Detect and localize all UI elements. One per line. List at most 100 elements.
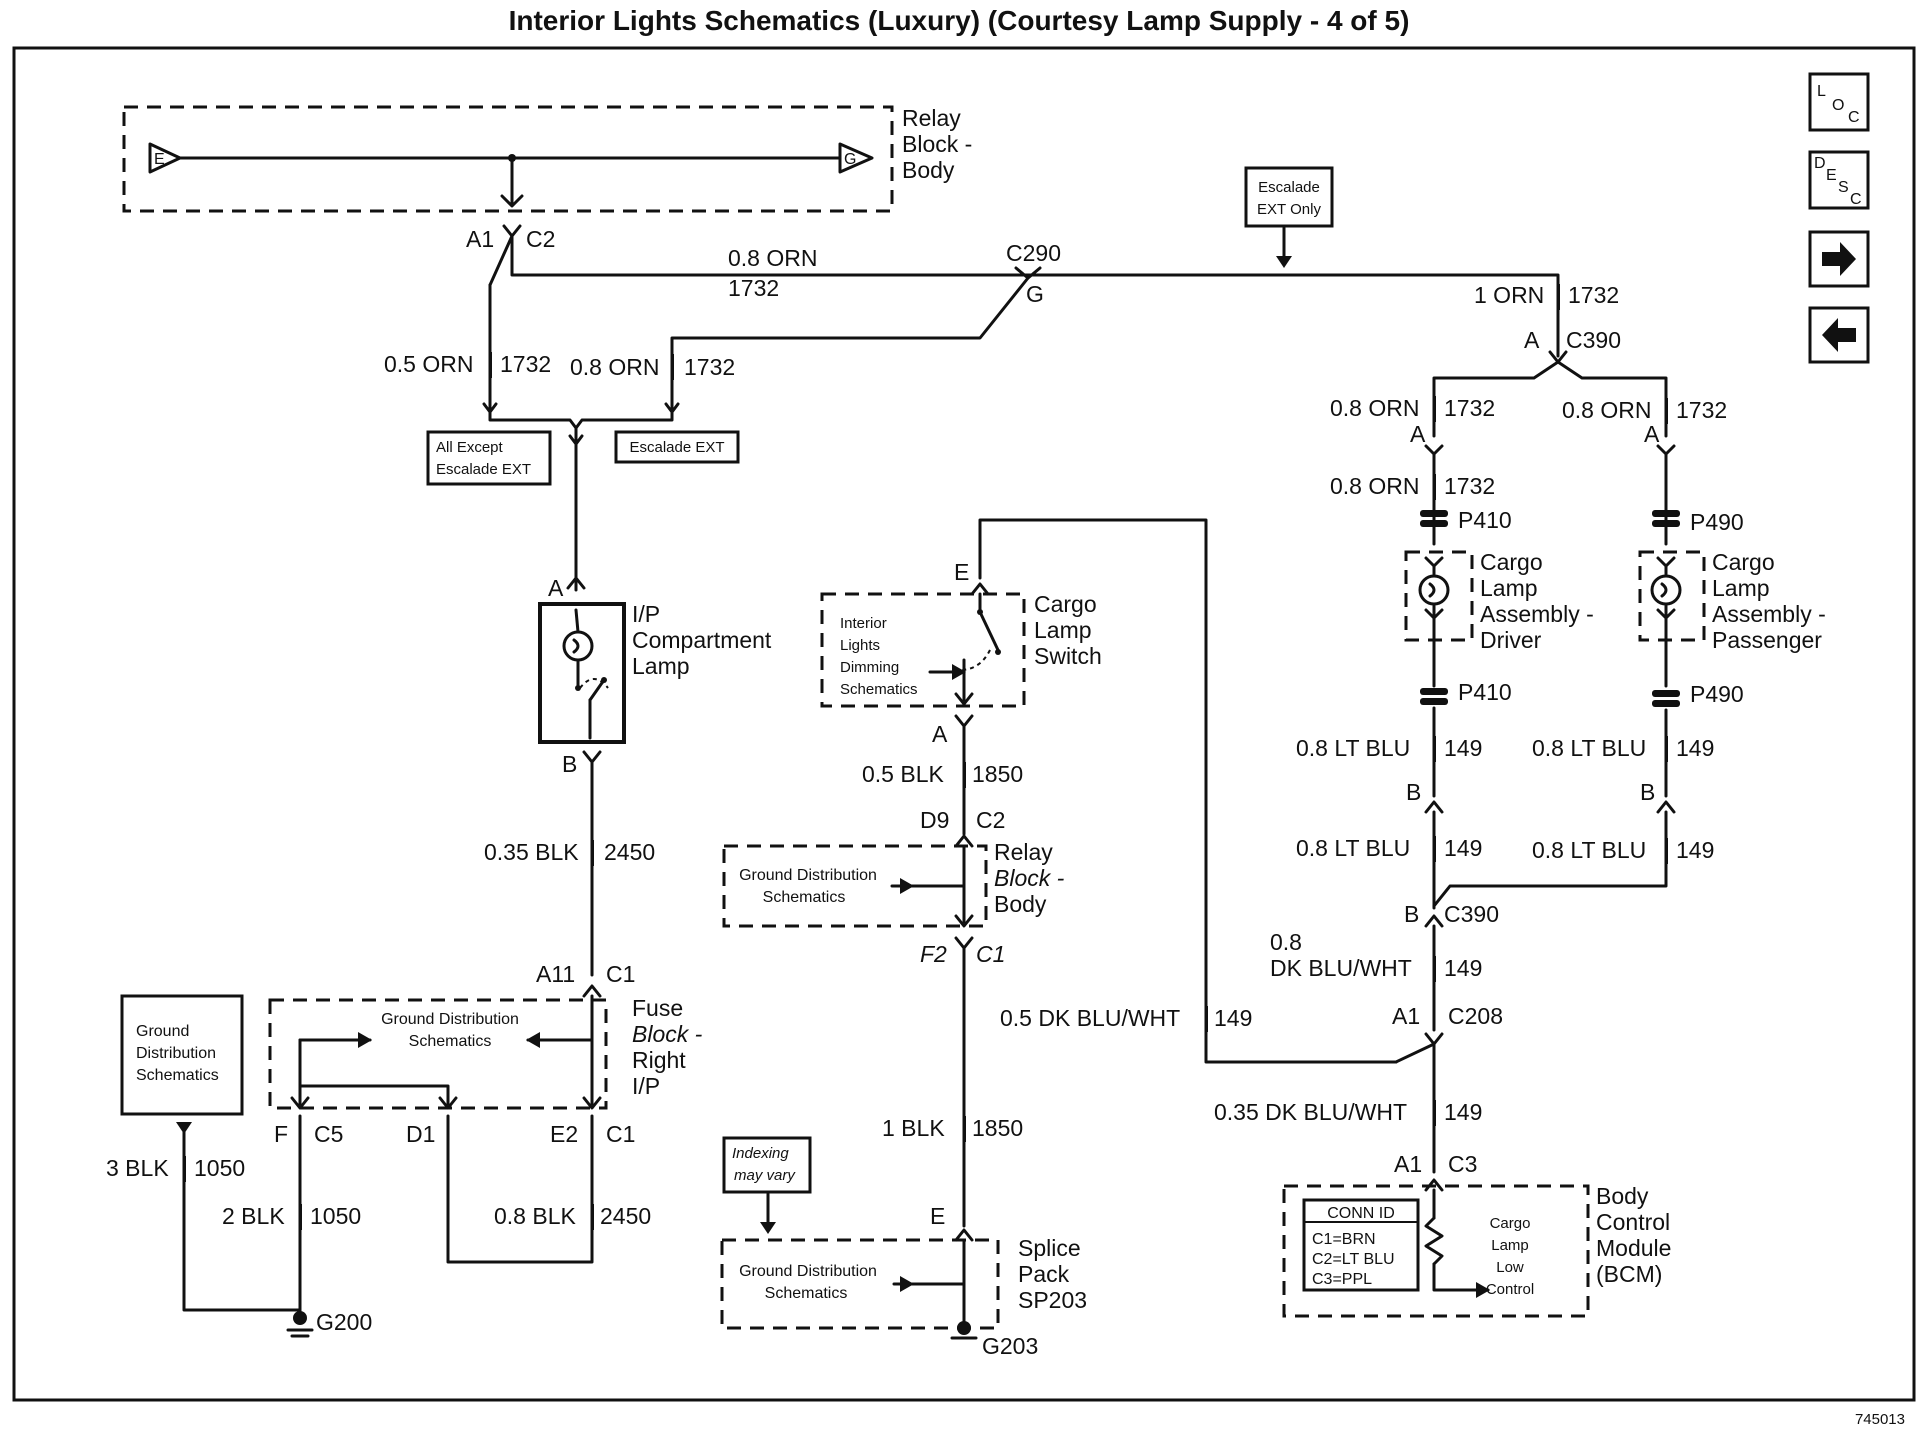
note-escalade-line2: EXT Only — [1257, 201, 1321, 218]
cargo-switch-outline — [820, 592, 1026, 708]
svg-text:Pack: Pack — [1018, 1261, 1070, 1287]
wire-label-ltblu-p2: 0.8 LT BLU — [1532, 837, 1646, 863]
connector-p490-bottom — [1652, 690, 1680, 697]
wire-label-dkblu-05: 0.5 DK BLU/WHT — [1000, 1005, 1180, 1031]
connector-p490-top — [1652, 510, 1680, 517]
pin-b-c390: B — [1404, 901, 1419, 927]
pin-a1-top: A1 — [466, 226, 494, 252]
gd-box-3: Schematics — [136, 1067, 219, 1084]
note-indexing — [722, 1136, 812, 1194]
relay-drop-arrow — [500, 194, 524, 208]
svg-text:Dimming: Dimming — [840, 659, 899, 676]
cargo-switch-label: Cargo Lamp Switch — [1034, 591, 1102, 669]
pin-g-top: G — [844, 151, 856, 168]
next-button[interactable] — [1808, 230, 1870, 288]
connector-a11 — [582, 984, 602, 998]
conn-id-c1: C1=BRN — [1312, 1231, 1376, 1248]
wire-label-3blk: 3 BLK — [106, 1155, 169, 1181]
svg-text:Block -: Block - — [632, 1021, 703, 1047]
svg-text:Control: Control — [1596, 1209, 1670, 1235]
pin-b-passenger: B — [1640, 779, 1655, 805]
svg-text:Cargo: Cargo — [1034, 591, 1097, 617]
pin-g-c290: G — [1026, 281, 1044, 307]
svg-text:Body: Body — [994, 891, 1047, 917]
note-indexing-2: may vary — [734, 1167, 796, 1184]
pin-c290: C290 — [1006, 240, 1061, 266]
wire-circuit-1732-a: 1732 — [500, 351, 551, 377]
loc-button[interactable]: L O C — [1808, 72, 1870, 132]
pin-d9: D9 — [920, 807, 949, 833]
svg-text:Low: Low — [1496, 1259, 1524, 1276]
note-all-except-2: Escalade EXT — [436, 461, 531, 478]
svg-text:Cargo: Cargo — [1480, 549, 1543, 575]
connector-a-iplamp — [566, 576, 586, 590]
note-all-except-1: All Except — [436, 439, 504, 456]
wire-circuit-1732-d2: 1732 — [1444, 473, 1495, 499]
svg-text:Cargo: Cargo — [1712, 549, 1775, 575]
connector-p410-bottom — [1420, 688, 1448, 695]
wire-circuit-1732-c: 1732 — [1568, 282, 1619, 308]
wire-label-035blk: 0.35 BLK — [484, 839, 579, 865]
svg-text:Lights: Lights — [840, 637, 880, 654]
wire-label-05orn: 0.5 ORN — [384, 351, 473, 377]
cargo-passenger-label: Cargo Lamp Assembly - Passenger — [1712, 549, 1826, 653]
pin-c390-top: C390 — [1566, 327, 1621, 353]
desc-button[interactable]: D E S C — [1808, 150, 1870, 210]
cargo-driver-outline — [1404, 550, 1474, 642]
pin-c3-bcm: C3 — [1448, 1151, 1477, 1177]
desc-letter-4: C — [1850, 191, 1862, 208]
wire-circuit-1732-top: 1732 — [728, 275, 779, 301]
note-escalade-ext — [614, 430, 740, 464]
svg-text:Passenger: Passenger — [1712, 627, 1822, 653]
ground-dist-box — [120, 994, 244, 1116]
wire-08blk-loop — [446, 1114, 594, 1264]
pin-c2-top: C2 — [526, 226, 555, 252]
wire-label-ltblu-p1: 0.8 LT BLU — [1532, 735, 1646, 761]
wire-c2-left — [488, 234, 514, 287]
relay-block-top-outline — [122, 105, 894, 213]
conn-id-title: CONN ID — [1327, 1205, 1395, 1222]
pin-e-top: E — [154, 151, 165, 168]
pin-a-driver: A — [1410, 421, 1426, 447]
connector-e-switch — [970, 582, 990, 596]
back-button[interactable] — [1808, 306, 1870, 364]
relay-mid-gd-2: Schematics — [763, 889, 846, 906]
wire-circuit-149-p2: 149 — [1676, 837, 1714, 863]
svg-text:Schematics: Schematics — [840, 681, 918, 698]
wire-circuit-2450-a: 2450 — [604, 839, 655, 865]
relay-block-top-label: Relay Block - Body — [902, 105, 972, 183]
wire-circuit-1850-a: 1850 — [972, 761, 1023, 787]
cargo-passenger-outline — [1638, 550, 1706, 642]
fuse-gd-2: Schematics — [409, 1033, 492, 1050]
svg-text:Cargo: Cargo — [1490, 1215, 1531, 1232]
wire-label-08orn-b: 0.8 ORN — [570, 354, 659, 380]
pin-f2: F2 — [920, 941, 947, 967]
wire-label-2blk: 2 BLK — [222, 1203, 285, 1229]
wire-circuit-1732-b: 1732 — [684, 354, 735, 380]
wire-label-ltblu-d1: 0.8 LT BLU — [1296, 735, 1410, 761]
figure-id: 745013 — [1855, 1411, 1905, 1428]
pin-c1-mid: C1 — [976, 941, 1005, 967]
ground-g203-label: G203 — [982, 1333, 1038, 1359]
relay-block-mid-outline — [722, 844, 988, 928]
svg-text:Block -: Block - — [994, 865, 1065, 891]
wire-label-ltblu-d2: 0.8 LT BLU — [1296, 835, 1410, 861]
loc-letter-3: C — [1848, 109, 1860, 126]
wire-label-1orn: 1 ORN — [1474, 282, 1544, 308]
pin-b-driver: B — [1406, 779, 1421, 805]
pin-c5: C5 — [314, 1121, 343, 1147]
wire-circuit-2450-b: 2450 — [600, 1203, 651, 1229]
pin-a-switch: A — [932, 721, 948, 747]
splice-pack-label: Splice Pack SP203 — [1018, 1235, 1087, 1313]
wire-label-dkblu-035: 0.35 DK BLU/WHT — [1214, 1099, 1407, 1125]
pin-f: F — [274, 1121, 288, 1147]
pin-p410-bottom: P410 — [1458, 679, 1512, 705]
pin-e2: E2 — [550, 1121, 578, 1147]
svg-text:Lamp: Lamp — [1480, 575, 1538, 601]
wire-label-08orn-top: 0.8 ORN — [728, 245, 817, 271]
wire-circuit-149-d2: 149 — [1444, 835, 1482, 861]
pin-a1-c208: A1 — [1392, 1003, 1420, 1029]
note-escalade-ext-only — [1244, 166, 1334, 228]
